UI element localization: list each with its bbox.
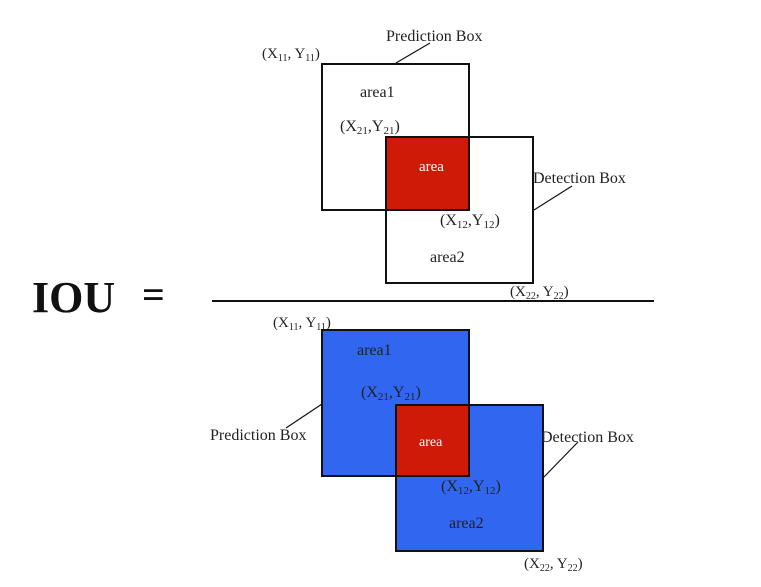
numerator-detection-label: Detection Box [533,170,626,187]
numerator-area1-label: area1 [360,84,395,101]
iou-label: IOU [32,273,115,322]
numerator-prediction-label: Prediction Box [386,28,482,45]
denominator-prediction-pointer [285,403,323,429]
numerator-detection-pointer [533,185,573,211]
numerator-corner-11: (X11, Y11) [262,46,320,64]
denominator-diagram: Prediction Box Detection Box area1 area2… [210,315,634,574]
numerator-intersection-label: area [419,159,444,175]
numerator-intersection [385,136,470,211]
numerator-corner-12: (X12,Y12) [440,212,500,231]
numerator-prediction-pointer [395,42,431,64]
numerator-area2-label: area2 [430,249,465,266]
denominator-detection-pointer [542,441,579,479]
denominator-intersection-label: area [419,435,443,450]
denominator-area2-label: area2 [449,515,484,532]
denominator-detection-label: Detection Box [541,429,634,446]
denominator-intersection [395,404,470,477]
denominator-area1-label: area1 [357,342,392,359]
denominator-corner-11: (X11, Y11) [273,315,331,333]
denominator-corner-22: (X22, Y22) [524,556,583,574]
equals-sign: = [142,272,165,317]
numerator-corner-22: (X22, Y22) [510,284,569,302]
denominator-prediction-label: Prediction Box [210,427,306,444]
numerator-diagram: Prediction Box Detection Box area1 area2… [262,28,626,302]
